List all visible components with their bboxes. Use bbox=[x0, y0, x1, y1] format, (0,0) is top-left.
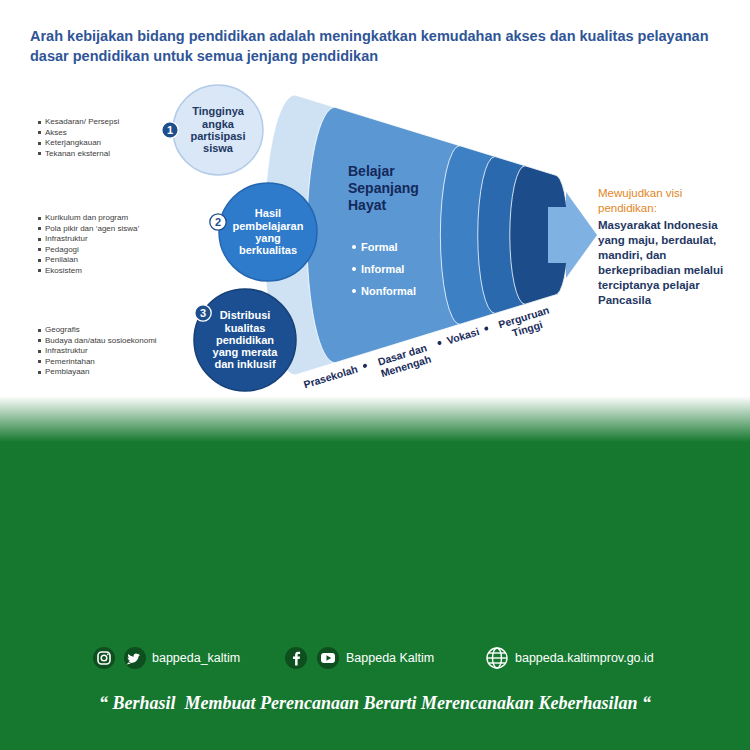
title-slot: Arah kebijakan bidang pendidikan adalah … bbox=[30, 26, 720, 66]
factor-item: Ekosistem bbox=[38, 266, 82, 276]
website-address: bappeda.kaltimprov.go.id bbox=[515, 650, 654, 666]
education-level: Vokasi bbox=[445, 325, 480, 346]
label-slot: Penilaian bbox=[38, 255, 78, 265]
label-slot: Pola pikir dan ‘agen siswa’ bbox=[38, 224, 139, 234]
factor-item: Kurikulum dan program bbox=[38, 213, 128, 223]
goal-text: Distribusi kualitas pendidikan yang mera… bbox=[207, 309, 284, 371]
label-slot: Infrastruktur bbox=[38, 346, 88, 356]
circle-outline bbox=[194, 289, 296, 391]
label-slot: Kurikulum dan program bbox=[38, 213, 128, 223]
funnel-heading: Belajar Sepanjang Hayat bbox=[348, 163, 456, 213]
callout-number: 1 bbox=[167, 125, 173, 136]
label-slot: “ Berhasil Membuat Perencanaan Berarti M… bbox=[0, 692, 750, 714]
funnel-arrow bbox=[548, 192, 597, 278]
youtube-icon bbox=[317, 647, 339, 669]
label-slot: Masyarakat Indonesia yang maju, berdaula… bbox=[598, 218, 742, 308]
label-slot: Pembiayaan bbox=[38, 367, 89, 377]
label-slot: Tekanan eksternal bbox=[38, 149, 110, 159]
factor-item: Infrastruktur bbox=[38, 234, 88, 244]
label-slot: Keterjangkauan bbox=[38, 138, 101, 148]
circle-outline bbox=[173, 85, 263, 175]
funnel-shape bbox=[285, 90, 600, 382]
factor-item: Pemerintahan bbox=[38, 357, 95, 367]
label-slot: Pemerintahan bbox=[38, 357, 95, 367]
label-slot: Infrastruktur bbox=[38, 234, 88, 244]
goal-text: Tingginya angka partisipasi siswa bbox=[184, 105, 252, 154]
stage-bullet bbox=[437, 340, 442, 345]
label-slot: Budaya dan/atau sosioekonomi bbox=[38, 336, 157, 346]
goal-text: Hasil pembelajaran yang berkualitas bbox=[231, 207, 305, 256]
callout-number: 2 bbox=[215, 217, 221, 228]
learning-mode: Nonformal bbox=[352, 284, 600, 298]
factor-item: Kesadaran/ Persepsi bbox=[38, 117, 119, 127]
callout-number-badge: 2 bbox=[209, 213, 227, 231]
learning-mode: Informal bbox=[352, 262, 600, 276]
factor-item: Keterjangkauan bbox=[38, 138, 101, 148]
badge-outline bbox=[210, 214, 226, 230]
goal-circle: Distribusi kualitas pendidikan yang mera… bbox=[193, 288, 297, 392]
funnel-band bbox=[264, 95, 568, 375]
factor-item: Akses bbox=[38, 128, 67, 138]
label-slot: Akses bbox=[38, 128, 67, 138]
label-slot: Bappeda Kaltim bbox=[346, 650, 434, 666]
twitter-icon bbox=[124, 647, 146, 669]
instagram-icon bbox=[93, 647, 115, 669]
learning-mode: Formal bbox=[352, 240, 600, 254]
label-slot: Mewujudkan visi pendidikan: bbox=[598, 186, 742, 216]
vision-text: Masyarakat Indonesia yang maju, berdaula… bbox=[598, 218, 742, 308]
motto-quote: “ Berhasil Membuat Perencanaan Berarti M… bbox=[0, 692, 750, 714]
factor-item: Pembiayaan bbox=[38, 367, 89, 377]
factor-item: Budaya dan/atau sosioekonomi bbox=[38, 336, 157, 346]
goal-circle: Hasil pembelajaran yang berkualitas 2 bbox=[218, 182, 318, 282]
lifelong-learning-funnel: Belajar Sepanjang HayatFormalInformalNon… bbox=[285, 90, 600, 382]
callout-number: 3 bbox=[200, 308, 206, 319]
callout-number-badge: 1 bbox=[161, 121, 179, 139]
label-slot: Kesadaran/ Persepsi bbox=[38, 117, 119, 127]
vision-heading: Mewujudkan visi pendidikan: bbox=[598, 186, 742, 216]
funnel-band bbox=[307, 107, 568, 362]
goal-circle: Tingginya angka partisipasi siswa1 bbox=[172, 84, 264, 176]
factor-item: Infrastruktur bbox=[38, 346, 88, 356]
label-slot: bappeda_kaltim bbox=[152, 650, 240, 666]
social-handle: bappeda_kaltim bbox=[152, 650, 240, 666]
facebook-icon bbox=[285, 647, 307, 669]
label-slot: Ekosistem bbox=[38, 266, 82, 276]
globe-icon bbox=[487, 648, 507, 668]
factor-item: Pola pikir dan ‘agen siswa’ bbox=[38, 224, 139, 234]
label-slot: Geografis bbox=[38, 325, 80, 335]
stage-bullet bbox=[484, 326, 489, 331]
factor-item: Tekanan eksternal bbox=[38, 149, 110, 159]
label-slot: Pedagogi bbox=[38, 245, 79, 255]
page-title: Arah kebijakan bidang pendidikan adalah … bbox=[30, 26, 720, 66]
circle-outline bbox=[219, 183, 317, 281]
factor-item: Geografis bbox=[38, 325, 80, 335]
social-handle: Bappeda Kaltim bbox=[346, 650, 434, 666]
stage-bullet bbox=[362, 363, 367, 368]
label-slot: bappeda.kaltimprov.go.id bbox=[515, 650, 654, 666]
badge-outline bbox=[195, 305, 211, 321]
callout-number-badge: 3 bbox=[194, 304, 212, 322]
badge-outline bbox=[162, 122, 178, 138]
factor-item: Pedagogi bbox=[38, 245, 79, 255]
factor-item: Penilaian bbox=[38, 255, 78, 265]
